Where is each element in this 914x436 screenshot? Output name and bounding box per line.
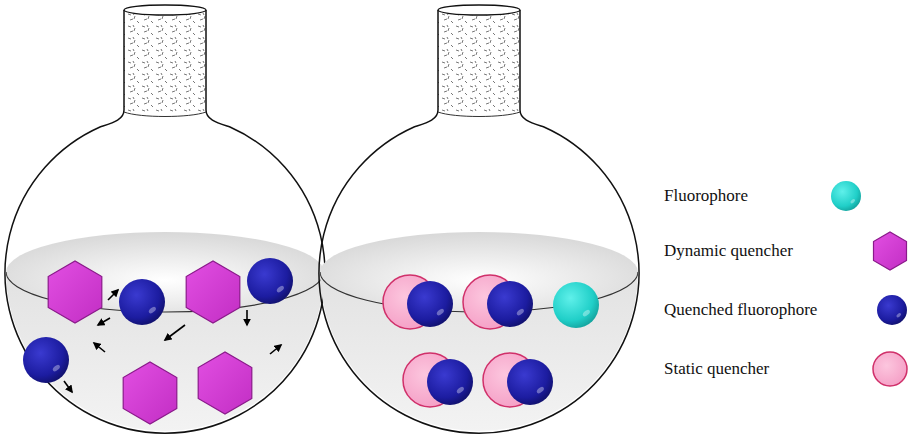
sphere-highlight — [436, 308, 445, 317]
quenched-fluorophore — [507, 359, 553, 405]
sphere-highlight — [52, 364, 61, 373]
frosted-neck — [438, 10, 520, 114]
motion-arrow — [246, 310, 248, 325]
legend-icon — [874, 232, 907, 270]
legend-label: Fluorophore — [664, 186, 748, 206]
legend-label: Dynamic quencher — [664, 241, 793, 261]
legend-label: Static quencher — [664, 359, 769, 379]
neck-joint — [438, 112, 520, 117]
fluorophore-icon — [831, 181, 861, 211]
flask — [0, 5, 330, 436]
motion-arrow — [94, 343, 105, 352]
motion-arrow — [165, 325, 185, 340]
sphere-highlight — [536, 386, 545, 395]
dynamic-quencher — [48, 261, 102, 323]
dynamic-quencher — [874, 232, 907, 270]
quenched-fluorophore — [427, 359, 473, 405]
motion-arrow — [108, 290, 118, 300]
neck-joint — [124, 112, 206, 117]
static-quencher — [873, 352, 907, 386]
quenched-fluorophore — [487, 281, 533, 327]
flask-outline — [5, 10, 325, 433]
sphere-highlight — [148, 306, 157, 315]
quenched-fluorophore — [407, 281, 453, 327]
sphere-highlight — [896, 312, 902, 318]
dynamic-quencher — [186, 261, 240, 323]
flask-mouth — [124, 5, 206, 15]
legend-icon — [831, 181, 861, 211]
sphere-highlight — [276, 285, 285, 294]
sphere-highlight — [516, 308, 525, 317]
quenched-fluorophore — [119, 279, 165, 325]
fluorophore — [553, 282, 599, 328]
motion-arrow — [64, 381, 72, 392]
flask-outline — [319, 10, 639, 433]
sphere-highlight — [850, 198, 856, 204]
quenched-fluorophore — [23, 337, 69, 383]
legend-icon — [877, 295, 907, 325]
dynamic-quencher — [198, 352, 252, 414]
flask-mouth — [438, 5, 520, 15]
quenched-fluorophore — [247, 258, 293, 304]
flask — [314, 5, 644, 436]
frosted-neck — [124, 10, 206, 114]
legend-label: Quenched fluorophore — [664, 300, 817, 320]
legend-icon — [873, 352, 907, 386]
sphere-highlight — [456, 386, 465, 395]
dynamic-quencher — [123, 362, 177, 424]
motion-arrow — [98, 318, 110, 325]
sphere-highlight — [582, 309, 591, 318]
motion-arrow — [270, 345, 281, 354]
quenched-fluorophore-icon — [877, 295, 907, 325]
